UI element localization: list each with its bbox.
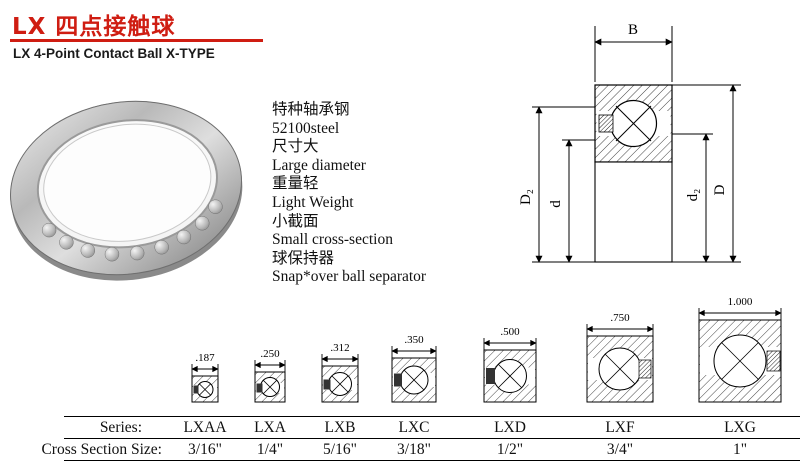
size-cell: 1/4" <box>256 441 284 458</box>
ball-separator <box>638 359 652 379</box>
feature-line: 小截面 <box>272 212 319 230</box>
size-cell: 5/16" <box>323 441 357 458</box>
size-cell: 3/16" <box>188 441 222 458</box>
series-cell: LXAA <box>183 419 227 436</box>
ball-separator <box>766 350 781 372</box>
title-underline <box>10 39 263 42</box>
dim-label-b: B <box>628 22 638 38</box>
size-cell: 1" <box>732 441 748 458</box>
main-cross-section-drawing: B D₂ d d₂ D <box>520 22 741 263</box>
feature-line: Light Weight <box>272 193 354 211</box>
diameter-dim-lines <box>535 84 737 263</box>
size-cell: 1/2" <box>496 441 524 458</box>
section-view <box>594 84 673 263</box>
size-dim-label: .500 <box>500 326 520 338</box>
size-dim-label: .250 <box>260 348 280 360</box>
size-drawing-lxa: .250 <box>254 348 286 403</box>
feature-line: 52100steel <box>272 119 340 137</box>
bearing-balls <box>41 199 223 262</box>
dim-label-d-cap: D <box>712 184 728 195</box>
size-dim-label: .312 <box>330 342 349 354</box>
feature-line: 重量轻 <box>272 175 319 193</box>
size-cell: 3/4" <box>606 441 634 458</box>
size-drawing-lxd: .500 <box>483 326 537 403</box>
size-dim-label: .187 <box>195 352 215 364</box>
dim-label-d2-small: d₂ <box>685 189 701 202</box>
series-cell: LXG <box>724 419 756 436</box>
ball-separator <box>323 379 331 390</box>
feature-line: Small cross-section <box>272 231 393 249</box>
series-cell: LXD <box>494 419 526 436</box>
bearing-photo <box>10 100 243 281</box>
series-row-label: Series: <box>99 419 142 436</box>
dim-label-d2-cap: D₂ <box>520 189 534 205</box>
ball-separator <box>394 373 402 387</box>
size-drawing-lxg: 1.000 <box>698 296 782 403</box>
page-subtitle: LX 4-Point Contact Ball X-TYPE <box>13 46 215 61</box>
table-rule-middle <box>64 438 800 439</box>
features-list: 特种轴承钢 52100steel 尺寸大 Large diameter 重量轻 … <box>272 101 426 287</box>
feature-line: 尺寸大 <box>272 138 319 156</box>
ball-separator <box>193 385 199 394</box>
ball-separator <box>486 368 495 384</box>
feature-line: Large diameter <box>272 156 366 174</box>
series-cell: LXC <box>398 419 430 436</box>
table-rule-top <box>64 416 800 417</box>
feature-line: Snap*over ball separator <box>272 268 427 286</box>
bearing-ring <box>10 100 243 281</box>
series-cell: LXB <box>324 419 356 436</box>
size-cell: 3/18" <box>397 441 431 458</box>
dim-label-d-small: d <box>548 200 564 208</box>
size-dim-label: .750 <box>610 312 630 324</box>
size-drawing-lxaa: .187 <box>191 352 219 403</box>
size-drawing-lxb: .312 <box>321 342 359 403</box>
size-dim-label: 1.000 <box>728 296 753 308</box>
ball-separator <box>256 383 263 393</box>
page-title: LX 四点接触球 <box>12 14 176 40</box>
ball-separator <box>598 114 614 133</box>
feature-line: 球保持器 <box>272 249 335 267</box>
dim-b-lines <box>594 26 673 82</box>
size-drawing-lxc: .350 <box>391 334 437 403</box>
table-rule-bottom <box>64 460 800 461</box>
size-row-label: Cross Section Size: <box>41 441 162 458</box>
series-cell: LXF <box>605 419 635 436</box>
size-dim-label: .350 <box>404 334 424 346</box>
series-cell: LXA <box>254 419 286 436</box>
size-drawing-lxf: .750 <box>586 312 654 403</box>
feature-line: 特种轴承钢 <box>272 101 350 118</box>
